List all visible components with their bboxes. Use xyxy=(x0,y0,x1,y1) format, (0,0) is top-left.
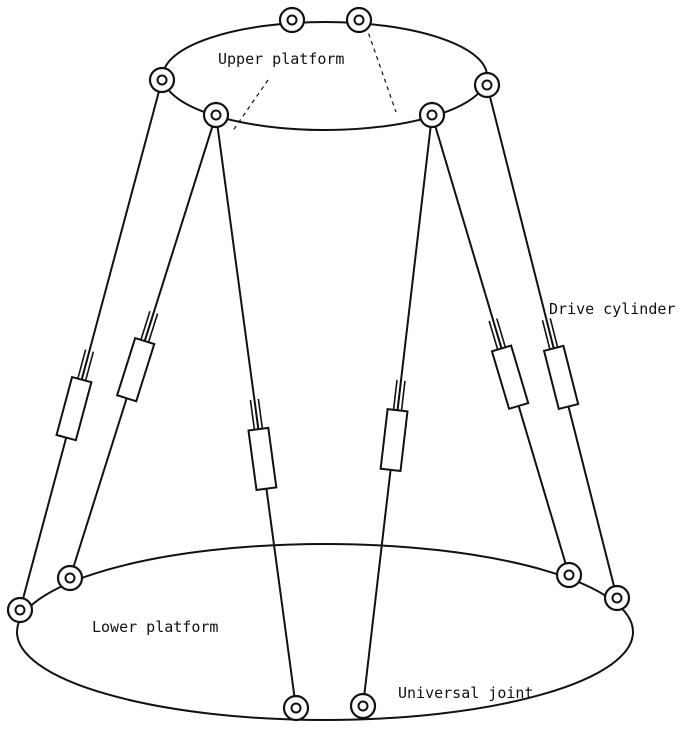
leg-3-upper-rod xyxy=(215,114,260,430)
leg-2-piston-line-1 xyxy=(147,313,159,343)
leg-6-piston-line-3 xyxy=(541,320,551,350)
joint-pin xyxy=(156,74,168,86)
leg-5-lower-rod xyxy=(517,405,570,576)
joint-pin xyxy=(357,700,369,712)
leg-1-piston-line-1 xyxy=(84,351,95,381)
leg-1-upper-rod xyxy=(80,79,163,380)
leg-6-piston-line-1 xyxy=(549,318,559,348)
leg-5-cylinder xyxy=(490,344,530,411)
lower-platform-label: Lower platform xyxy=(92,618,219,636)
upper-platform-leader xyxy=(231,79,269,133)
joint-pin xyxy=(286,14,298,26)
leg-4-lower-rod xyxy=(362,469,392,707)
joint-pin xyxy=(426,109,438,121)
leg-1-lower-rod xyxy=(19,437,68,611)
joint-pin xyxy=(481,79,493,91)
drive-cylinder-label: Drive cylinder xyxy=(549,300,676,318)
upper-platform-leader-2 xyxy=(365,25,397,113)
leg-2-piston-line-3 xyxy=(140,310,151,341)
leg-3-lower-rod xyxy=(265,488,297,709)
lower-platform-ellipse xyxy=(16,543,634,721)
leg-3-piston-line-3 xyxy=(249,399,256,430)
leg-5-piston-line-3 xyxy=(488,320,499,350)
leg-3-cylinder xyxy=(247,426,278,492)
joint-pin xyxy=(210,109,222,121)
leg-1-piston-line-3 xyxy=(77,349,87,379)
leg-6-cylinder xyxy=(542,344,580,411)
joint-pin xyxy=(64,572,76,584)
leg-6-upper-rod xyxy=(486,84,555,349)
leg-1-cylinder xyxy=(55,375,93,442)
leg-4-piston-line-1 xyxy=(400,380,406,411)
leg-4-piston-line-3 xyxy=(392,379,398,410)
universal-joint-label: Universal joint xyxy=(398,684,534,702)
leg-5-piston-line-2 xyxy=(492,319,503,349)
leg-6-piston-line-2 xyxy=(545,319,555,349)
leg-3-piston-line-2 xyxy=(253,399,260,430)
joint-pin xyxy=(290,702,302,714)
leg-2-cylinder xyxy=(115,336,156,403)
leg-2-lower-rod xyxy=(69,397,128,579)
leg-6-lower-rod xyxy=(567,406,618,599)
leg-2-upper-rod xyxy=(143,114,217,342)
leg-4-piston-line-2 xyxy=(396,380,402,411)
leg-5-piston-line-1 xyxy=(496,318,507,348)
joint-pin xyxy=(14,604,26,616)
leg-4-cylinder xyxy=(379,407,409,473)
joint-pin xyxy=(563,569,575,581)
leg-2-piston-line-2 xyxy=(143,312,155,342)
leg-4-upper-rod xyxy=(396,114,433,411)
leg-3-piston-line-1 xyxy=(257,398,264,429)
joint-pin xyxy=(611,592,623,604)
upper-platform-label: Upper platform xyxy=(218,50,345,68)
joint-pin xyxy=(353,14,365,26)
leg-1-piston-line-2 xyxy=(80,350,91,380)
leg-5-upper-rod xyxy=(431,114,503,349)
